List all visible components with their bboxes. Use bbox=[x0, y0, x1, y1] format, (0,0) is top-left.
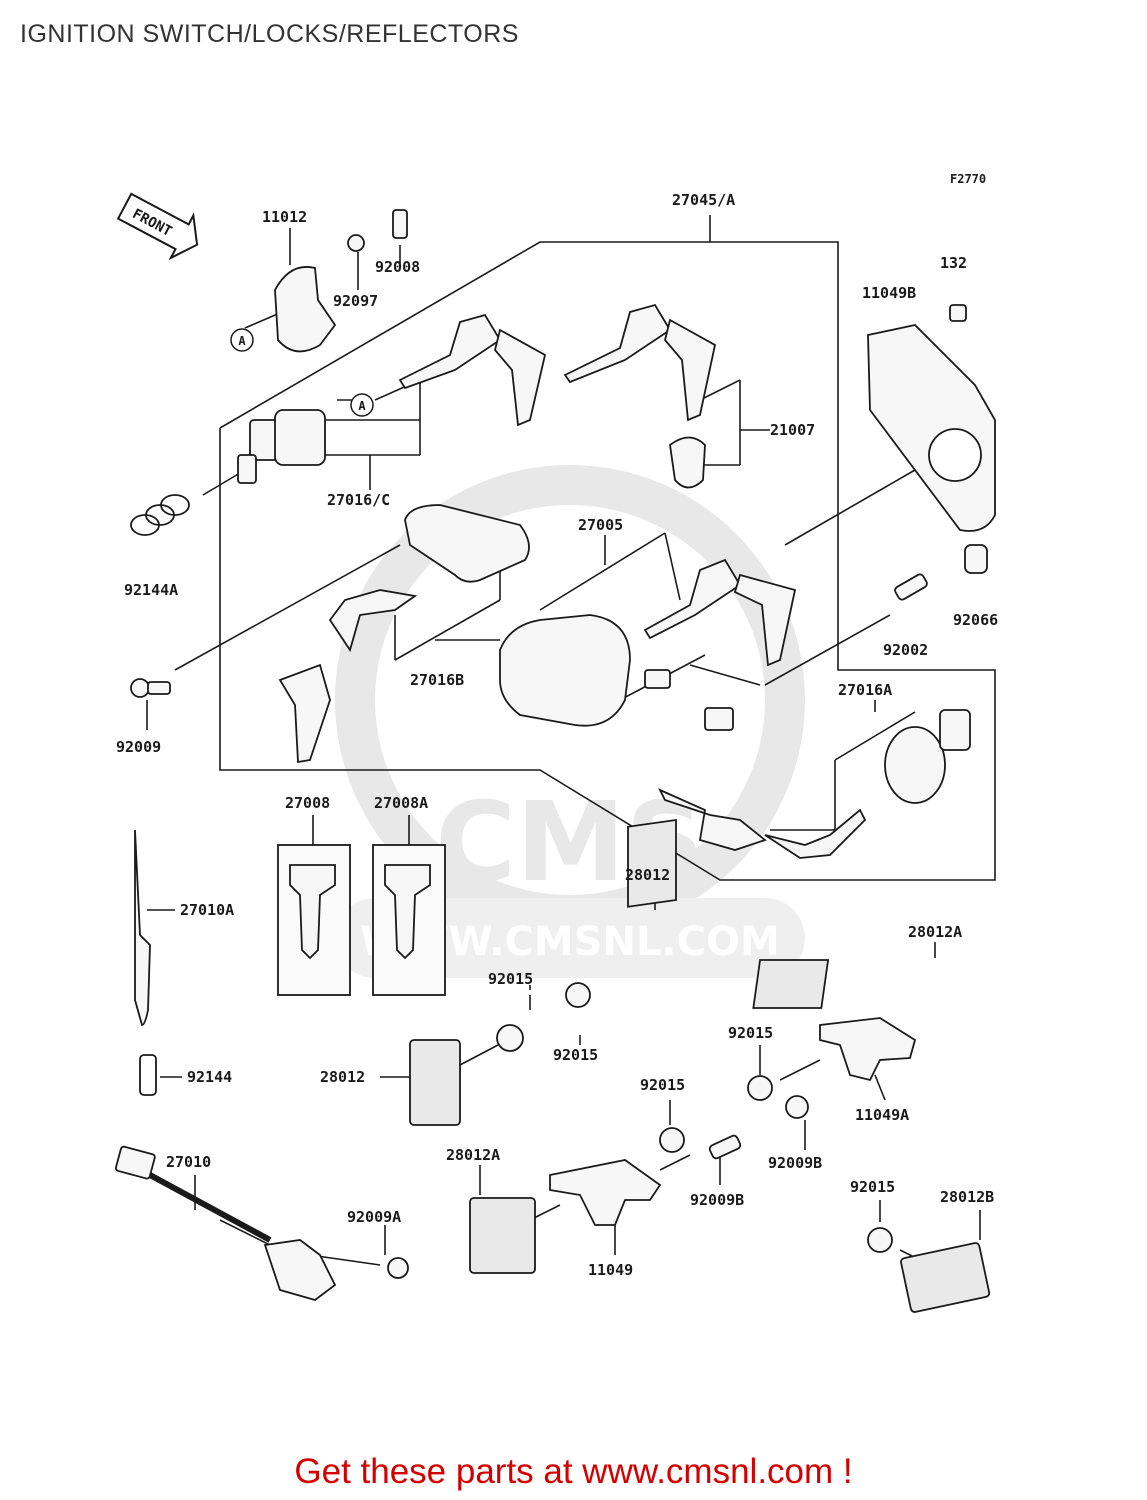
nut-92015-c-icon bbox=[747, 1075, 773, 1101]
key-27016a-2-icon bbox=[764, 808, 867, 859]
get-parts-link[interactable]: Get these parts at www.cmsnl.com ! bbox=[294, 1452, 853, 1491]
screw-92009a-icon bbox=[387, 1257, 409, 1279]
label-92008: 92008 bbox=[375, 258, 420, 276]
label-92015-a: 92015 bbox=[488, 970, 533, 988]
label-11049a: 11049A bbox=[855, 1106, 909, 1124]
figure-code: F2770 bbox=[950, 172, 986, 186]
label-92066: 92066 bbox=[953, 611, 998, 629]
plate-11012-icon bbox=[274, 266, 337, 353]
label-92009b-right: 92009B bbox=[768, 1154, 822, 1172]
screw-92002-icon bbox=[894, 573, 928, 601]
label-27005: 27005 bbox=[578, 516, 623, 534]
washer-92097-icon bbox=[347, 234, 365, 252]
label-27010: 27010 bbox=[166, 1153, 211, 1171]
reflector-28012b-icon bbox=[900, 1242, 991, 1313]
key-top-1-icon bbox=[398, 313, 502, 390]
svg-text:A: A bbox=[358, 399, 366, 413]
label-27008: 27008 bbox=[285, 794, 330, 812]
label-92015-b: 92015 bbox=[553, 1046, 598, 1064]
key-top-2-icon bbox=[494, 328, 547, 427]
label-92015-e: 92015 bbox=[850, 1178, 895, 1196]
label-11012: 11012 bbox=[262, 208, 307, 226]
bolt-92009b-right-icon bbox=[785, 1095, 809, 1119]
label-27010a: 27010A bbox=[180, 901, 234, 919]
bolt-92008-icon bbox=[392, 209, 408, 239]
key-27016b-2-icon bbox=[278, 663, 331, 764]
screw-92009-icon bbox=[130, 678, 150, 698]
cap-21007-icon bbox=[669, 436, 706, 489]
label-92144: 92144 bbox=[187, 1068, 232, 1086]
label-132: 132 bbox=[940, 254, 967, 272]
label-21007: 21007 bbox=[770, 421, 815, 439]
label-92002: 92002 bbox=[883, 641, 928, 659]
label-92009a: 92009A bbox=[347, 1208, 401, 1226]
collar-92066-icon bbox=[964, 544, 988, 574]
label-28012b: 28012B bbox=[940, 1188, 994, 1206]
reflector-28012a-mid-icon bbox=[469, 1197, 536, 1274]
nut-92015-e-icon bbox=[867, 1227, 893, 1253]
nut-92015-b-icon bbox=[496, 1024, 524, 1052]
frame-lines bbox=[146, 215, 996, 1266]
label-28012a-mid: 28012A bbox=[446, 1146, 500, 1164]
bracket-11049b-icon bbox=[867, 324, 996, 532]
bolt-92009b-mid-icon bbox=[708, 1134, 742, 1160]
label-27016c: 27016/C bbox=[327, 491, 390, 509]
svg-text:A: A bbox=[238, 334, 246, 348]
key-27005-2-icon bbox=[733, 573, 797, 667]
reflector-28012-left-icon bbox=[409, 1039, 461, 1126]
switch-27010-icon bbox=[263, 1239, 337, 1301]
label-92009b-mid: 92009B bbox=[690, 1191, 744, 1209]
label-92015-c: 92015 bbox=[728, 1024, 773, 1042]
bracket-11049a-icon bbox=[819, 1017, 917, 1082]
switch-27010a-icon bbox=[134, 829, 151, 1026]
bracket-11049-icon bbox=[549, 1159, 662, 1226]
label-27008a: 27008A bbox=[374, 794, 428, 812]
label-27016b: 27016B bbox=[410, 671, 464, 689]
key-27016a-1-icon bbox=[658, 788, 767, 851]
reflector-28012a-right-icon bbox=[752, 959, 830, 1009]
label-92097: 92097 bbox=[333, 292, 378, 310]
lock-cylinder-27016c-icon bbox=[237, 409, 326, 484]
connector-27010-icon bbox=[114, 1145, 156, 1180]
nut-92015-d-icon bbox=[659, 1127, 685, 1153]
label-28012-top: 28012 bbox=[625, 866, 670, 884]
label-28012a-right: 28012A bbox=[908, 923, 962, 941]
label-11049: 11049 bbox=[588, 1261, 633, 1279]
lock-27016a-icon bbox=[884, 726, 946, 804]
spring-92144a-icon bbox=[130, 494, 190, 536]
label-28012-left: 28012 bbox=[320, 1068, 365, 1086]
label-92144a: 92144A bbox=[124, 581, 178, 599]
key-27005-1-icon bbox=[643, 558, 742, 640]
bolt-132-icon bbox=[949, 304, 967, 322]
callout-marker-a: A A bbox=[230, 328, 374, 417]
reflector-28012-top-icon bbox=[627, 818, 677, 908]
page-title: IGNITION SWITCH/LOCKS/REFLECTORS bbox=[20, 20, 519, 48]
key-top-3-icon bbox=[563, 303, 672, 384]
label-27016a: 27016A bbox=[838, 681, 892, 699]
part-labels: 11012 92008 92097 27045/A 132 11049B 210… bbox=[116, 191, 998, 1279]
front-arrow-icon: FRONT bbox=[116, 192, 199, 261]
nut-92015-a-icon bbox=[565, 982, 591, 1008]
key-27016b-1-icon bbox=[328, 589, 418, 653]
label-92009: 92009 bbox=[116, 738, 161, 756]
seat-lock-27005-icon bbox=[404, 504, 530, 583]
key-top-4-icon bbox=[664, 318, 717, 422]
ignition-switch-icon bbox=[499, 614, 631, 727]
label-27045a: 27045/A bbox=[672, 191, 735, 209]
watermark: CMS WWW.CMSNL.COM bbox=[335, 465, 805, 978]
label-11049b: 11049B bbox=[862, 284, 916, 302]
spring-92144-icon bbox=[139, 1054, 157, 1096]
label-92015-d: 92015 bbox=[640, 1076, 685, 1094]
